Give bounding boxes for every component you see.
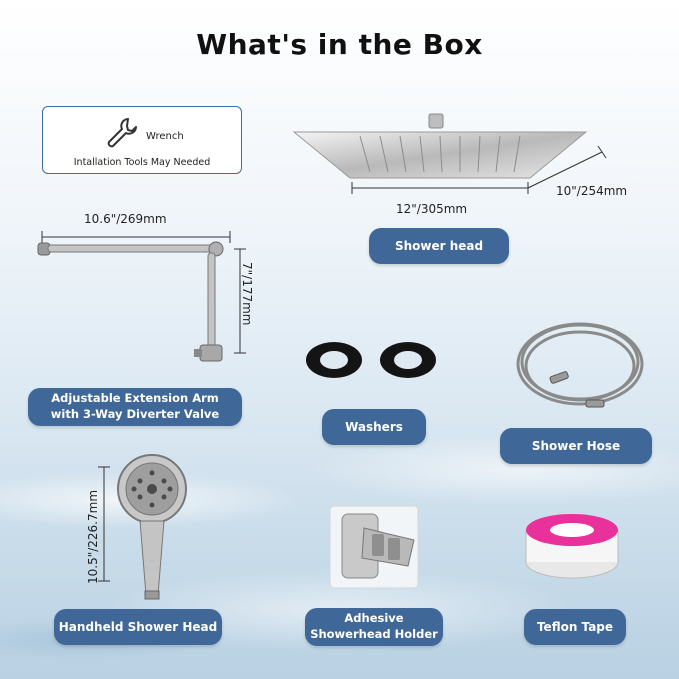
washers-label: Washers	[322, 409, 426, 445]
handheld-length-dim: 10.5"/226.7mm	[86, 489, 100, 584]
handheld-label: Handheld Shower Head	[54, 609, 222, 645]
holder-image	[329, 505, 419, 589]
washers-image	[306, 342, 436, 378]
extension-arm-image	[37, 231, 246, 362]
shower-head-dim-lines	[351, 145, 607, 194]
shower-head-label: Shower head	[369, 228, 509, 264]
wrench-label: Wrench	[146, 131, 184, 142]
shower-hose-image	[516, 322, 644, 408]
shower-hose-label: Shower Hose	[500, 428, 652, 464]
arm-height-dim: 7"/177mm	[240, 262, 254, 326]
wrench-icon	[107, 118, 137, 148]
shower-head-depth-dim: 10"/254mm	[556, 184, 628, 198]
tools-note: Intallation Tools May Needed	[73, 157, 211, 168]
teflon-tape-image	[525, 514, 619, 579]
extension-arm-label: Adjustable Extension Arm with 3-Way Dive…	[28, 388, 242, 426]
teflon-tape-label: Teflon Tape	[524, 609, 626, 645]
arm-length-dim: 10.6"/269mm	[84, 212, 167, 226]
shower-head-image	[292, 113, 588, 179]
holder-label: Adhesive Showerhead Holder	[305, 608, 443, 646]
shower-head-width-dim: 12"/305mm	[396, 202, 468, 216]
tools-card: Wrench Intallation Tools May Needed	[42, 106, 242, 174]
handheld-shower-image	[98, 454, 187, 600]
page-title: What's in the Box	[196, 28, 483, 61]
